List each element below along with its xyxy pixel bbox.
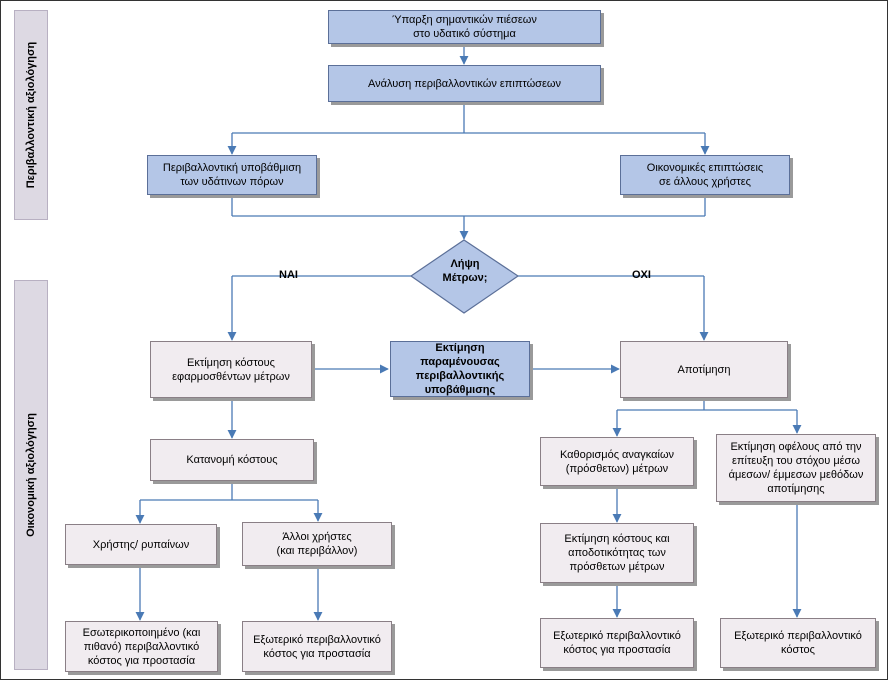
polluter-user-box: Χρήστης/ ρυπαίνων	[65, 524, 217, 565]
economic-impacts-box: Οικονομικές επιπτώσεις σε άλλους χρήστες	[620, 155, 790, 195]
environmental-assessment-band: Περιβαλλοντική αξιολόγηση	[14, 10, 48, 220]
decision-question: Λήψη Μέτρων;	[442, 258, 488, 284]
additional-measures-box: Καθορισμός αναγκαίων (πρόσθετων) μέτρων	[540, 437, 694, 486]
cost-allocation-box: Κατανομή κόστους	[150, 439, 314, 481]
external-cost-mid-box: Εξωτερικό περιβαλλοντικό κόστος για προσ…	[540, 618, 694, 668]
benefit-estimate-box: Εκτίμηση οφέλους από την επίτευξη του στ…	[716, 434, 876, 502]
valuation-box: Αποτίμηση	[620, 341, 788, 398]
yes-branch-label: ΝΑΙ	[279, 269, 298, 281]
economic-assessment-label: Οικονομική αξιολόγηση	[25, 413, 37, 537]
external-cost-right-box: Εξωτερικό περιβαλλοντικό κόστος	[720, 618, 876, 668]
no-branch-label: ΟΧΙ	[632, 269, 651, 281]
cost-effectiveness-box: Εκτίμηση κόστους και αποδοτικότητας των …	[540, 523, 694, 583]
economic-assessment-band: Οικονομική αξιολόγηση	[14, 280, 48, 670]
degradation-box: Περιβαλλοντική υποβάθμιση των υδάτινων π…	[147, 155, 317, 195]
remaining-degradation-box: Εκτίμηση παραμένουσας περιβαλλοντικής υπ…	[390, 341, 530, 397]
impact-analysis-box: Ανάλυση περιβαλλοντικών επιπτώσεων	[328, 65, 601, 102]
internalized-cost-box: Εσωτερικοποιημένο (και πιθανό) περιβαλλο…	[65, 621, 218, 672]
pressures-box: Ύπαρξη σημαντικών πιέσεων στο υδατικό σύ…	[328, 10, 601, 44]
decision-diamond	[409, 239, 520, 314]
environmental-assessment-label: Περιβαλλοντική αξιολόγηση	[25, 41, 37, 189]
external-cost-left-box: Εξωτερικό περιβαλλοντικό κόστος για προσ…	[242, 621, 392, 672]
applied-measures-cost-box: Εκτίμηση κόστους εφαρμοσθέντων μέτρων	[150, 341, 312, 398]
other-users-box: Άλλοι χρήστες (και περιβάλλον)	[242, 522, 392, 566]
